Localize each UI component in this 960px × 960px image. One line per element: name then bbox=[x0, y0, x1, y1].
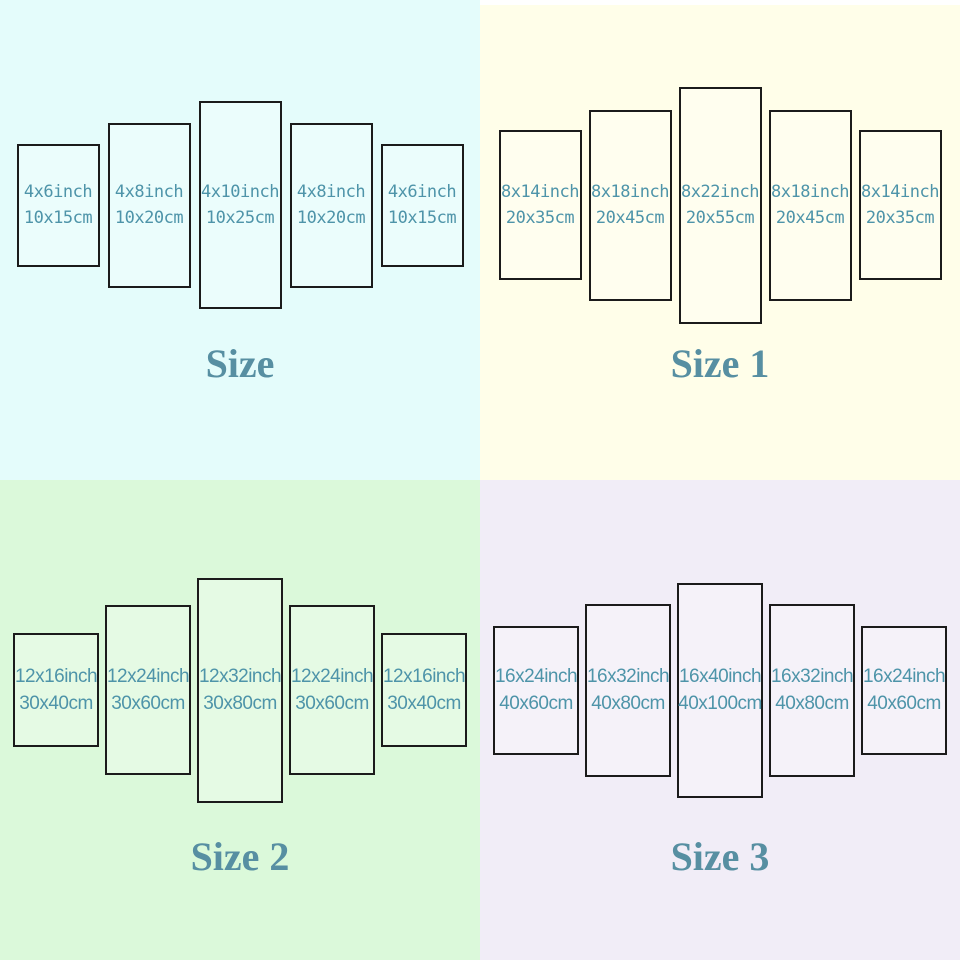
panel-outline: 4x8inch 10x20cm bbox=[107, 122, 191, 288]
panel-size-label: 16x24inch 40x60cm bbox=[862, 663, 946, 717]
panel-size-label: 4x8inch 10x20cm bbox=[296, 179, 366, 231]
panel-outline: 16x32inch 40x80cm bbox=[585, 603, 671, 777]
panel-size-inch: 12x16inch bbox=[382, 666, 466, 687]
quadrant-title: Size 1 bbox=[670, 341, 770, 386]
panel-row: 4x6inch 10x15cm 4x8inch 10x20cm 4x10inch… bbox=[0, 0, 480, 410]
panel-size-cm: 40x80cm bbox=[775, 693, 849, 714]
panel-outline: 8x22inch 20x55cm bbox=[678, 86, 762, 324]
panel-size-cm: 30x40cm bbox=[19, 693, 93, 714]
panel-size-label: 16x24inch 40x60cm bbox=[494, 663, 578, 717]
quadrant-title: Size 3 bbox=[670, 834, 770, 879]
panel-size-cm: 40x60cm bbox=[867, 693, 941, 714]
quadrant-size-3: 16x24inch 40x60cm 16x32inch 40x80cm 16x4… bbox=[480, 480, 960, 960]
panel-outline: 16x24inch 40x60cm bbox=[493, 625, 579, 755]
panel-size-label: 8x18inch 20x45cm bbox=[771, 179, 849, 231]
panel-size-label: 16x40inch 40x100cm bbox=[678, 663, 762, 717]
panel-outline: 8x18inch 20x45cm bbox=[588, 109, 672, 301]
panel-size-inch: 4x6inch bbox=[387, 182, 457, 202]
panel-size-cm: 30x80cm bbox=[203, 693, 277, 714]
panel-size-label: 12x24inch 30x60cm bbox=[106, 663, 190, 717]
panel-outline: 16x24inch 40x60cm bbox=[861, 625, 947, 755]
quadrant-size-1: 8x14inch 20x35cm 8x18inch 20x45cm 8x22in… bbox=[480, 0, 960, 480]
panel-size-label: 4x6inch 10x15cm bbox=[387, 179, 457, 231]
panel-row: 12x16inch 30x40cm 12x24inch 30x60cm 12x3… bbox=[0, 480, 480, 900]
panel-outline: 4x10inch 10x25cm bbox=[198, 101, 282, 309]
panel-size-inch: 4x8inch bbox=[296, 182, 366, 202]
panel-size-cm: 20x45cm bbox=[595, 208, 665, 228]
panel-row: 8x14inch 20x35cm 8x18inch 20x45cm 8x22in… bbox=[480, 0, 960, 410]
panel-size-cm: 40x60cm bbox=[499, 693, 573, 714]
panel-size-label: 4x8inch 10x20cm bbox=[114, 179, 184, 231]
panel-size-label: 16x32inch 40x80cm bbox=[586, 663, 670, 717]
panel-size-cm: 30x60cm bbox=[111, 693, 185, 714]
panel-size-cm: 10x20cm bbox=[296, 208, 366, 228]
panel-outline: 16x40inch 40x100cm bbox=[677, 582, 763, 798]
panel-outline: 12x24inch 30x60cm bbox=[105, 605, 191, 775]
panel-size-inch: 4x6inch bbox=[23, 182, 93, 202]
panel-outline: 8x18inch 20x45cm bbox=[768, 109, 852, 301]
quadrant-title: Size 2 bbox=[190, 834, 290, 879]
panel-size-cm: 40x100cm bbox=[678, 693, 762, 714]
panel-outline: 4x6inch 10x15cm bbox=[380, 143, 464, 267]
panel-size-inch: 8x14inch bbox=[501, 182, 579, 202]
panel-outline: 12x32inch 30x80cm bbox=[197, 577, 283, 803]
panel-size-inch: 8x14inch bbox=[861, 182, 939, 202]
panel-size-cm: 10x20cm bbox=[114, 208, 184, 228]
panel-size-label: 8x14inch 20x35cm bbox=[501, 179, 579, 231]
panel-size-cm: 30x40cm bbox=[387, 693, 461, 714]
panel-size-inch: 8x18inch bbox=[771, 182, 849, 202]
panel-outline: 12x16inch 30x40cm bbox=[381, 633, 467, 747]
panel-size-inch: 16x24inch bbox=[494, 666, 578, 687]
panel-size-cm: 30x60cm bbox=[295, 693, 369, 714]
panel-size-inch: 16x32inch bbox=[586, 666, 670, 687]
panel-size-cm: 10x15cm bbox=[387, 208, 457, 228]
panel-size-inch: 12x32inch bbox=[198, 666, 282, 687]
panel-size-inch: 16x24inch bbox=[862, 666, 946, 687]
panel-size-label: 8x22inch 20x55cm bbox=[681, 179, 759, 231]
panel-size-cm: 40x80cm bbox=[591, 693, 665, 714]
panel-size-cm: 20x45cm bbox=[775, 208, 845, 228]
panel-size-cm: 20x55cm bbox=[685, 208, 755, 228]
panel-size-label: 16x32inch 40x80cm bbox=[770, 663, 854, 717]
panel-size-label: 12x32inch 30x80cm bbox=[198, 663, 282, 717]
quadrant-size-2: 12x16inch 30x40cm 12x24inch 30x60cm 12x3… bbox=[0, 480, 480, 960]
panel-outline: 4x8inch 10x20cm bbox=[289, 122, 373, 288]
panel-size-inch: 12x16inch bbox=[14, 666, 98, 687]
panel-size-inch: 16x40inch bbox=[678, 666, 762, 687]
panel-size-inch: 4x10inch bbox=[201, 182, 279, 202]
panel-size-label: 12x24inch 30x60cm bbox=[290, 663, 374, 717]
panel-size-inch: 12x24inch bbox=[290, 666, 374, 687]
panel-outline: 12x24inch 30x60cm bbox=[289, 605, 375, 775]
panel-size-cm: 20x35cm bbox=[505, 208, 575, 228]
panel-size-label: 8x14inch 20x35cm bbox=[861, 179, 939, 231]
panel-size-label: 8x18inch 20x45cm bbox=[591, 179, 669, 231]
panel-size-label: 12x16inch 30x40cm bbox=[382, 663, 466, 717]
panel-outline: 4x6inch 10x15cm bbox=[16, 143, 100, 267]
white-edge-strip bbox=[480, 0, 960, 5]
panel-outline: 8x14inch 20x35cm bbox=[858, 130, 942, 280]
panel-size-cm: 10x15cm bbox=[23, 208, 93, 228]
panel-size-label: 12x16inch 30x40cm bbox=[14, 663, 98, 717]
panel-outline: 16x32inch 40x80cm bbox=[769, 603, 855, 777]
panel-size-cm: 20x35cm bbox=[865, 208, 935, 228]
panel-size-inch: 16x32inch bbox=[770, 666, 854, 687]
panel-size-inch: 4x8inch bbox=[114, 182, 184, 202]
panel-size-inch: 8x22inch bbox=[681, 182, 759, 202]
panel-outline: 8x14inch 20x35cm bbox=[498, 130, 582, 280]
panel-size-cm: 10x25cm bbox=[205, 208, 275, 228]
quadrant-size: 4x6inch 10x15cm 4x8inch 10x20cm 4x10inch… bbox=[0, 0, 480, 480]
panel-size-label: 4x6inch 10x15cm bbox=[23, 179, 93, 231]
panel-row: 16x24inch 40x60cm 16x32inch 40x80cm 16x4… bbox=[480, 480, 960, 900]
quadrant-title: Size bbox=[205, 341, 275, 386]
panel-outline: 12x16inch 30x40cm bbox=[13, 633, 99, 747]
panel-size-inch: 12x24inch bbox=[106, 666, 190, 687]
panel-size-inch: 8x18inch bbox=[591, 182, 669, 202]
panel-size-label: 4x10inch 10x25cm bbox=[201, 179, 279, 231]
